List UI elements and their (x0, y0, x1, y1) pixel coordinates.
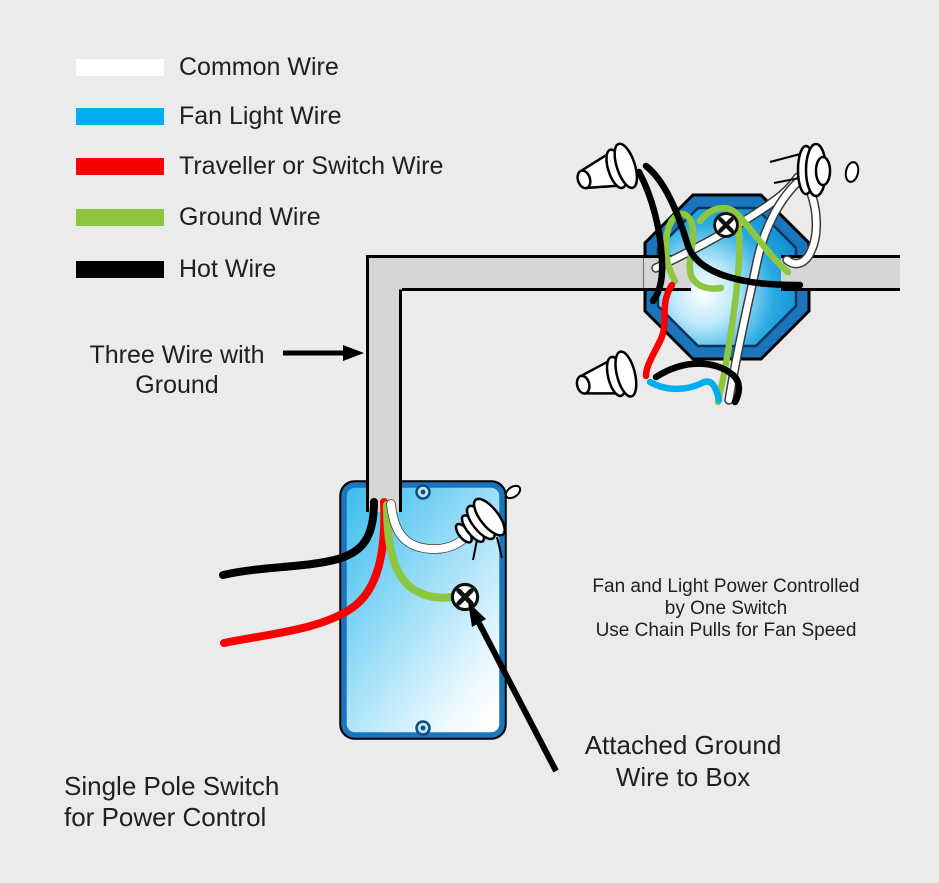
legend-label-hot-wire: Hot Wire (179, 254, 277, 283)
junction-box-mounting-ear (844, 161, 860, 183)
three-wire-arrow-icon (283, 345, 364, 361)
common-wire-junction-2 (725, 176, 804, 404)
common-wire-junction-3 (783, 180, 820, 267)
legend-row-traveller: Traveller or Switch Wire (76, 153, 443, 178)
switch-box-screw-hole-top (415, 484, 431, 500)
fan-note-line1: Fan and Light Power Controlled (592, 576, 860, 597)
legend-swatch-ground-wire (76, 208, 164, 226)
legend-label-common-wire: Common Wire (179, 52, 339, 81)
horizontal-conduit (366, 255, 900, 291)
attached-ground-line1: Attached Ground (584, 730, 782, 760)
legend-label-ground-wire: Ground Wire (179, 202, 321, 231)
junction-box-wires (635, 162, 822, 406)
ground-wire-junction-3 (714, 211, 743, 406)
legend-row-ground: Ground Wire (76, 204, 321, 229)
attached-ground-line2: Wire to Box (615, 762, 751, 792)
switch-box-screw-hole-bottom (415, 720, 431, 736)
three-wire-label-line2: Ground (135, 371, 219, 399)
legend-swatch-traveller-wire (76, 157, 164, 175)
fan-note-line3: Use Chain Pulls for Fan Speed (595, 620, 857, 641)
legend-row-fan-light: Fan Light Wire (76, 103, 342, 128)
ground-screw-junction-icon (715, 214, 738, 237)
fan-note-line2: by One Switch (664, 598, 788, 619)
wire-nut-end-on-icon (769, 142, 832, 198)
wire-nut-switch-box-icon (454, 497, 506, 561)
single-pole-line1: Single Pole Switch (64, 771, 280, 801)
attached-ground-label: Attached Ground Wire to Box (568, 729, 798, 793)
legend-swatch-common-wire (76, 58, 164, 76)
legend-label-traveller-wire: Traveller or Switch Wire (179, 151, 444, 180)
hot-wire-junction-1 (642, 162, 804, 289)
three-wire-label: Three Wire with Ground (62, 340, 292, 400)
legend-row-common: Common Wire (76, 54, 339, 79)
wire-nuts (454, 139, 860, 561)
legend-label-fan-light-wire: Fan Light Wire (179, 101, 342, 130)
legend-row-hot: Hot Wire (76, 256, 276, 281)
fan-light-wire-junction (646, 378, 723, 404)
legend-swatch-hot-wire (76, 260, 164, 278)
ground-wire-switch (383, 501, 456, 602)
traveller-wire-switch (220, 498, 389, 647)
legend-swatch-fan-light-wire (76, 107, 164, 125)
single-pole-label: Single Pole Switch for Power Control (64, 771, 279, 833)
traveller-wire-junction (642, 281, 676, 380)
attached-ground-arrow-icon (468, 602, 559, 773)
hot-wire-switch (219, 498, 378, 579)
hot-wire-junction-bottom-arc (652, 360, 743, 406)
ground-wire-junction-2 (696, 204, 792, 276)
wire-nut-top-left-icon (569, 139, 643, 205)
ground-wire-junction-1 (662, 210, 725, 292)
hot-wire-junction-2 (635, 168, 666, 305)
vertical-conduit (366, 256, 402, 512)
fan-note-label: Fan and Light Power Controlled by One Sw… (560, 576, 892, 642)
ground-screw-switch-icon (452, 584, 477, 609)
three-wire-label-line1: Three Wire with (89, 341, 265, 369)
wire-nut-bottom-left-icon (570, 348, 642, 410)
switch-box-mounting-ear (504, 484, 522, 500)
single-pole-line2: for Power Control (64, 802, 267, 832)
